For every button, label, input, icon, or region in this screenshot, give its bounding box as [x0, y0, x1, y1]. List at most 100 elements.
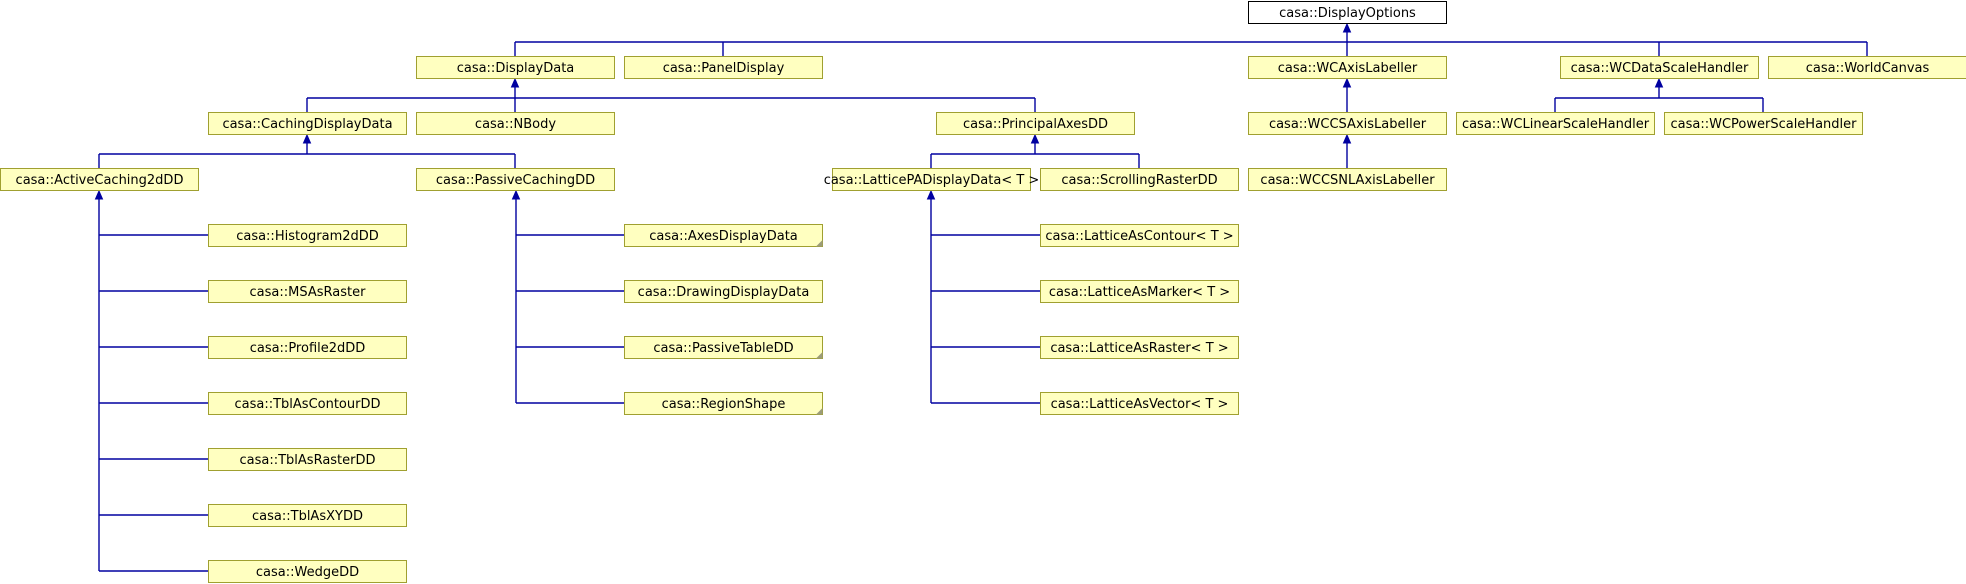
- class-box: [624, 280, 823, 303]
- class-label: casa::LatticeAsMarker< T >: [1049, 285, 1230, 300]
- class-node-profile2d-dd[interactable]: casa::Profile2dDD: [208, 336, 407, 359]
- class-node-wedge-dd[interactable]: casa::WedgeDD: [208, 560, 407, 583]
- edge-group-wc-axis-labeller: [1342, 77, 1352, 112]
- class-label: casa::PassiveCachingDD: [436, 173, 595, 188]
- class-box: [1040, 280, 1239, 303]
- class-node-lattice-as-vector[interactable]: casa::LatticeAsVector< T >: [1040, 392, 1239, 415]
- class-box: [0, 168, 199, 191]
- class-label: casa::TblAsRasterDD: [239, 453, 375, 468]
- class-box: [1248, 168, 1447, 191]
- class-label: casa::WCDataScaleHandler: [1571, 61, 1749, 76]
- class-box: [1664, 112, 1863, 135]
- incomplete-marker-icon: [816, 352, 823, 359]
- class-node-lattice-as-raster[interactable]: casa::LatticeAsRaster< T >: [1040, 336, 1239, 359]
- class-box: [208, 280, 407, 303]
- class-label: casa::ScrollingRasterDD: [1061, 173, 1217, 188]
- class-node-wccsnl-axis-labeller[interactable]: casa::WCCSNLAxisLabeller: [1248, 168, 1447, 191]
- class-node-lattice-pa-display-data[interactable]: casa::LatticePADisplayData< T >: [824, 168, 1040, 191]
- class-node-drawing-display-data[interactable]: casa::DrawingDisplayData: [624, 280, 823, 303]
- class-box: [624, 224, 823, 247]
- class-label: casa::ActiveCaching2dDD: [16, 173, 184, 188]
- class-node-caching-display-data[interactable]: casa::CachingDisplayData: [208, 112, 407, 135]
- class-box: [624, 336, 823, 359]
- class-label: casa::WedgeDD: [256, 565, 359, 580]
- class-box: [1040, 168, 1239, 191]
- class-node-display-data[interactable]: casa::DisplayData: [416, 56, 615, 79]
- class-node-passive-table-dd[interactable]: casa::PassiveTableDD: [624, 336, 823, 359]
- edge-group-display-options: [514, 22, 1868, 56]
- edge-group-active-caching2d-dd: [94, 189, 208, 572]
- class-node-wc-linear-scale-handler[interactable]: casa::WCLinearScaleHandler: [1456, 112, 1655, 135]
- class-node-wccs-axis-labeller[interactable]: casa::WCCSAxisLabeller: [1248, 112, 1447, 135]
- inheritance-arrowhead: [1030, 133, 1040, 144]
- class-node-lattice-as-marker[interactable]: casa::LatticeAsMarker< T >: [1040, 280, 1239, 303]
- inheritance-arrowhead: [511, 189, 521, 200]
- class-label: casa::NBody: [475, 117, 556, 132]
- class-label: casa::PanelDisplay: [663, 61, 785, 76]
- class-node-n-body[interactable]: casa::NBody: [416, 112, 615, 135]
- class-node-passive-caching-dd[interactable]: casa::PassiveCachingDD: [416, 168, 615, 191]
- class-box: [416, 168, 615, 191]
- incomplete-marker-icon: [816, 408, 823, 415]
- class-node-ms-as-raster[interactable]: casa::MSAsRaster: [208, 280, 407, 303]
- class-box: [208, 448, 407, 471]
- class-box: [208, 224, 407, 247]
- class-box: [1560, 56, 1759, 79]
- class-node-principal-axes-dd[interactable]: casa::PrincipalAxesDD: [936, 112, 1135, 135]
- edge-group-lattice-pa-display-data: [926, 189, 1040, 404]
- class-label: casa::LatticeAsVector< T >: [1051, 397, 1229, 412]
- class-label: casa::AxesDisplayData: [649, 229, 798, 244]
- class-label: casa::MSAsRaster: [250, 285, 367, 300]
- class-node-region-shape[interactable]: casa::RegionShape: [624, 392, 823, 415]
- inheritance-arrowhead: [1654, 77, 1664, 88]
- class-label: casa::WCAxisLabeller: [1278, 61, 1418, 76]
- edge-group-wccs-axis-labeller: [1342, 133, 1352, 168]
- class-node-wc-axis-labeller[interactable]: casa::WCAxisLabeller: [1248, 56, 1447, 79]
- class-label: casa::DisplayData: [457, 61, 575, 76]
- class-label: casa::TblAsContourDD: [234, 397, 380, 412]
- inheritance-arrowhead: [1342, 133, 1352, 144]
- inheritance-edges: [94, 22, 1868, 572]
- class-box: [1040, 224, 1239, 247]
- class-label: casa::WCLinearScaleHandler: [1462, 117, 1650, 132]
- class-label: casa::DrawingDisplayData: [638, 285, 810, 300]
- class-box: [208, 112, 407, 135]
- class-node-tbl-as-contour-dd[interactable]: casa::TblAsContourDD: [208, 392, 407, 415]
- class-box: [1040, 392, 1239, 415]
- inheritance-arrowhead: [1342, 77, 1352, 88]
- class-node-wc-data-scale-handler[interactable]: casa::WCDataScaleHandler: [1560, 56, 1759, 79]
- class-node-lattice-as-contour[interactable]: casa::LatticeAsContour< T >: [1040, 224, 1239, 247]
- class-label: casa::PrincipalAxesDD: [963, 117, 1108, 132]
- inheritance-arrowhead: [94, 189, 104, 200]
- class-box: [1768, 56, 1966, 79]
- class-node-active-caching2d-dd[interactable]: casa::ActiveCaching2dDD: [0, 168, 199, 191]
- class-box: [1248, 56, 1447, 79]
- class-label: casa::WCCSAxisLabeller: [1269, 117, 1427, 132]
- inheritance-arrowhead: [926, 189, 936, 200]
- incomplete-marker-icon: [816, 240, 823, 247]
- class-box: [936, 112, 1135, 135]
- class-node-display-options[interactable]: casa::DisplayOptions: [1248, 1, 1447, 24]
- class-label: casa::TblAsXYDD: [252, 509, 363, 524]
- class-label: casa::WorldCanvas: [1806, 61, 1930, 76]
- class-box: [208, 392, 407, 415]
- class-node-wc-power-scale-handler[interactable]: casa::WCPowerScaleHandler: [1664, 112, 1863, 135]
- class-node-tbl-as-raster-dd[interactable]: casa::TblAsRasterDD: [208, 448, 407, 471]
- class-node-tbl-as-xydd[interactable]: casa::TblAsXYDD: [208, 504, 407, 527]
- edge-group-wc-data-scale-handler: [1554, 77, 1764, 112]
- class-box: [208, 504, 407, 527]
- class-node-scrolling-raster-dd[interactable]: casa::ScrollingRasterDD: [1040, 168, 1239, 191]
- inheritance-arrowhead: [302, 133, 312, 144]
- class-node-axes-display-data[interactable]: casa::AxesDisplayData: [624, 224, 823, 247]
- class-node-histogram2d-dd[interactable]: casa::Histogram2dDD: [208, 224, 407, 247]
- edge-group-principal-axes-dd: [930, 133, 1140, 168]
- edge-group-display-data: [306, 77, 1036, 112]
- class-box: [832, 168, 1031, 191]
- class-box: [208, 560, 407, 583]
- class-node-world-canvas[interactable]: casa::WorldCanvas: [1768, 56, 1966, 79]
- class-box: [1456, 112, 1655, 135]
- class-node-panel-display[interactable]: casa::PanelDisplay: [624, 56, 823, 79]
- class-label: casa::RegionShape: [662, 397, 786, 412]
- class-label: casa::LatticePADisplayData< T >: [824, 173, 1040, 188]
